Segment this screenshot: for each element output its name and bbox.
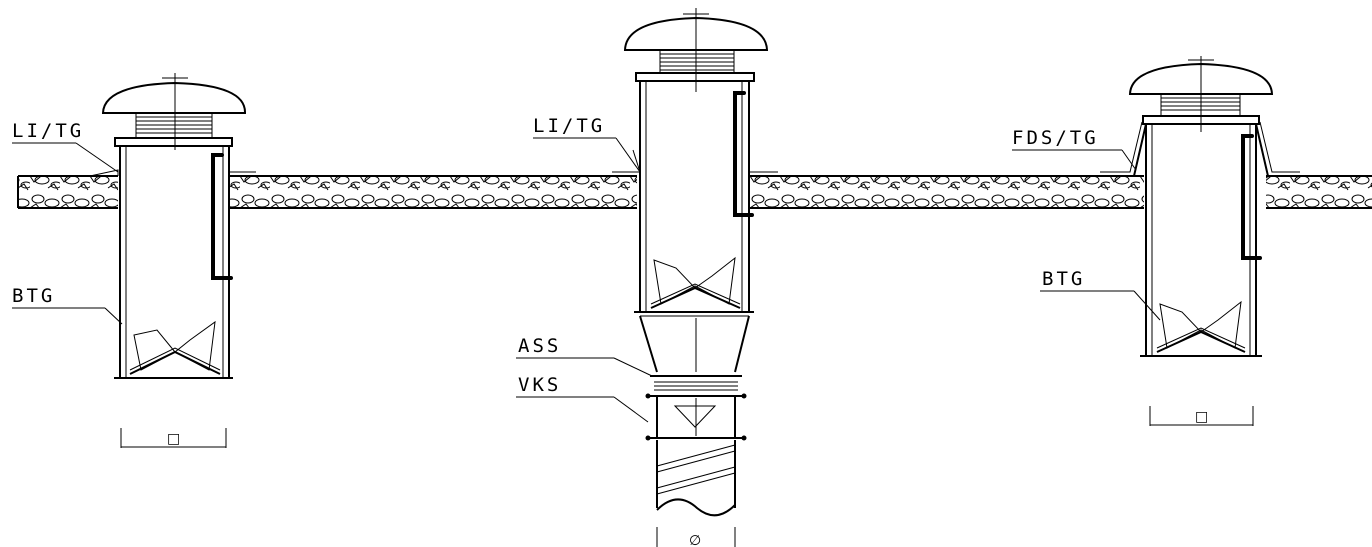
- label-left-btg: BTG: [12, 285, 55, 307]
- left-ventilator: [89, 73, 256, 379]
- right-flashing-fds: [1100, 121, 1300, 177]
- roof-slab: [17, 175, 1372, 209]
- right-fan-grille: [1160, 94, 1241, 116]
- label-center-ass: ASS: [518, 335, 561, 357]
- left-handle: [211, 153, 233, 280]
- left-cap: [101, 81, 247, 114]
- leader-lines: [12, 137, 1161, 423]
- center-flange: [635, 72, 755, 82]
- dimension-symbol-center: ∅: [689, 533, 701, 547]
- center-fan-grille: [659, 50, 735, 73]
- dimension-symbol-right: □: [1195, 409, 1208, 425]
- center-ventilator: [612, 8, 778, 517]
- center-handle: [733, 91, 754, 217]
- center-damper: [650, 256, 741, 309]
- dimension-left: □: [120, 428, 227, 448]
- right-flange: [1142, 115, 1260, 125]
- label-center-vks: VKS: [518, 374, 561, 396]
- right-ventilator: [1100, 56, 1300, 357]
- dimension-center: ∅: [656, 527, 736, 547]
- right-handle: [1241, 134, 1262, 260]
- label-left-li-tg: LI/TG: [12, 120, 84, 142]
- left-damper: [129, 320, 221, 375]
- right-damper: [1156, 300, 1246, 353]
- dimension-symbol-left: □: [167, 431, 180, 447]
- dimension-right: □: [1149, 406, 1254, 426]
- label-center-li-tg: LI/TG: [533, 115, 605, 137]
- label-right-btg: BTG: [1042, 268, 1085, 290]
- label-right-fds-tg: FDS/TG: [1012, 127, 1099, 149]
- left-flange: [114, 137, 233, 147]
- center-spiral-duct: [656, 440, 736, 517]
- center-transition-ass: [639, 315, 750, 373]
- center-coupling-vks: [645, 375, 747, 441]
- left-fan-grille: [135, 113, 213, 138]
